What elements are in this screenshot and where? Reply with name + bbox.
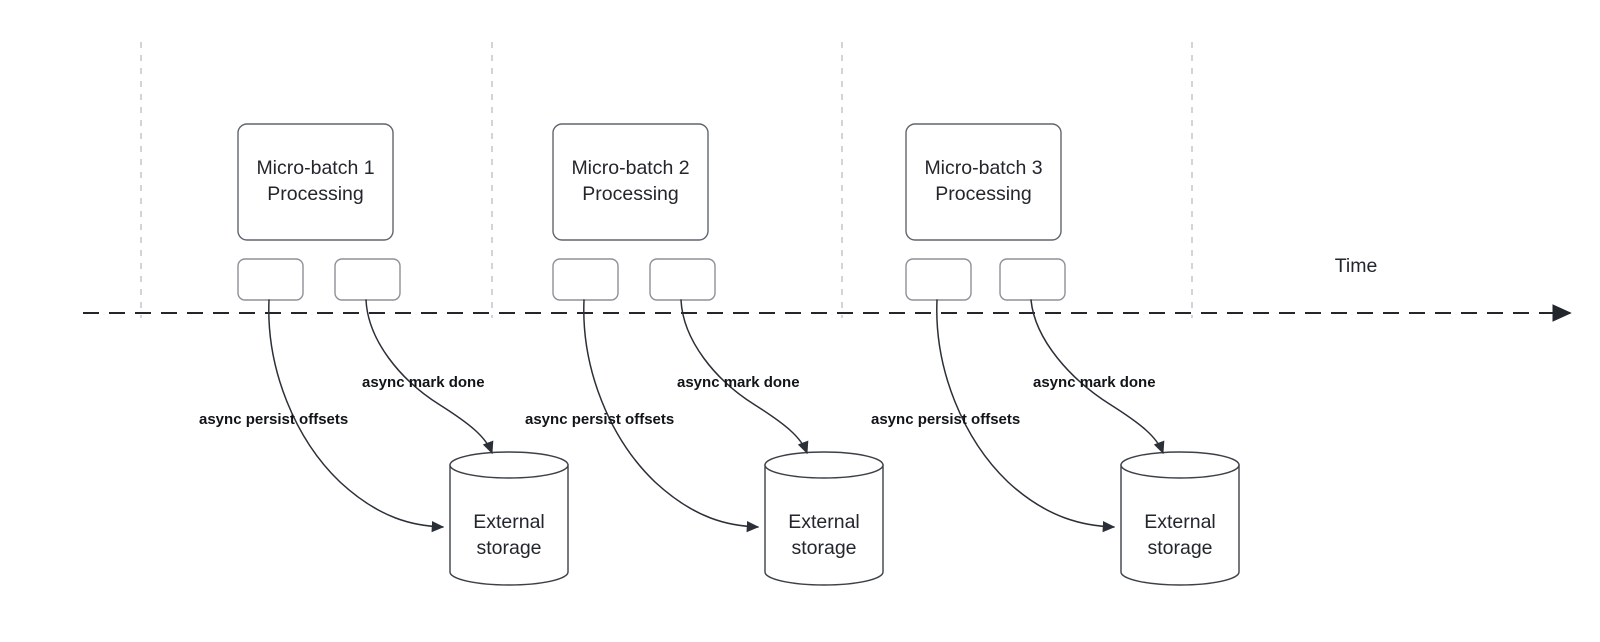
storage-label-line2: storage xyxy=(1147,537,1212,559)
edge-async-persist-offsets-batch-1 xyxy=(268,299,445,533)
edge-async-persist-offsets-batch-3 xyxy=(936,299,1116,533)
edge-label-async-mark-done-batch-2: async mark done xyxy=(677,374,800,391)
storage-cylinder-body-batch-3[interactable] xyxy=(1120,464,1240,586)
storage-label-line1: External xyxy=(788,511,860,533)
edge-label-async-persist-offsets-batch-1: async persist offsets xyxy=(199,411,348,428)
storage-cylinder-body-batch-2[interactable] xyxy=(764,464,884,586)
edge-label-async-persist-offsets-batch-2: async persist offsets xyxy=(525,411,674,428)
time-axis-label: Time xyxy=(1335,255,1378,277)
timeline-axis-group: Time xyxy=(83,255,1572,322)
task-box-persist-batch-1[interactable] xyxy=(237,258,304,301)
process-box-label-line2: Processing xyxy=(267,183,363,205)
task-box-persist-batch-3[interactable] xyxy=(905,258,972,301)
task-box-mark-batch-1[interactable] xyxy=(334,258,401,301)
storage-label-line2: storage xyxy=(791,537,856,559)
edge-async-mark-done-batch-3 xyxy=(1030,299,1165,455)
storage-cylinder-top-batch-2 xyxy=(764,451,884,479)
process-box-label-line1: Micro-batch 1 xyxy=(256,157,374,179)
task-box-mark-batch-3[interactable] xyxy=(999,258,1066,301)
process-box-label-line1: Micro-batch 2 xyxy=(571,157,689,179)
storage-cylinder-body-batch-1[interactable] xyxy=(449,464,569,586)
task-box-persist-batch-2[interactable] xyxy=(552,258,619,301)
edge-async-mark-done-batch-2 xyxy=(680,299,809,455)
edge-async-mark-done-batch-1 xyxy=(365,299,494,455)
storage-label-line1: External xyxy=(473,511,545,533)
process-box-batch-2[interactable] xyxy=(552,123,709,241)
process-box-batch-1[interactable] xyxy=(237,123,394,241)
task-box-mark-batch-2[interactable] xyxy=(649,258,716,301)
storage-cylinder-top-batch-3 xyxy=(1120,451,1240,479)
process-box-batch-3[interactable] xyxy=(905,123,1062,241)
edge-async-persist-offsets-batch-2 xyxy=(583,299,760,533)
storage-label-line2: storage xyxy=(476,537,541,559)
edge-label-async-persist-offsets-batch-3: async persist offsets xyxy=(871,411,1020,428)
edge-label-async-mark-done-batch-1: async mark done xyxy=(362,374,485,391)
process-box-label-line1: Micro-batch 3 xyxy=(924,157,1042,179)
storage-label-line1: External xyxy=(1144,511,1216,533)
edge-label-async-mark-done-batch-3: async mark done xyxy=(1033,374,1156,391)
storage-cylinder-top-batch-1 xyxy=(449,451,569,479)
process-box-label-line2: Processing xyxy=(935,183,1031,205)
process-box-label-line2: Processing xyxy=(582,183,678,205)
